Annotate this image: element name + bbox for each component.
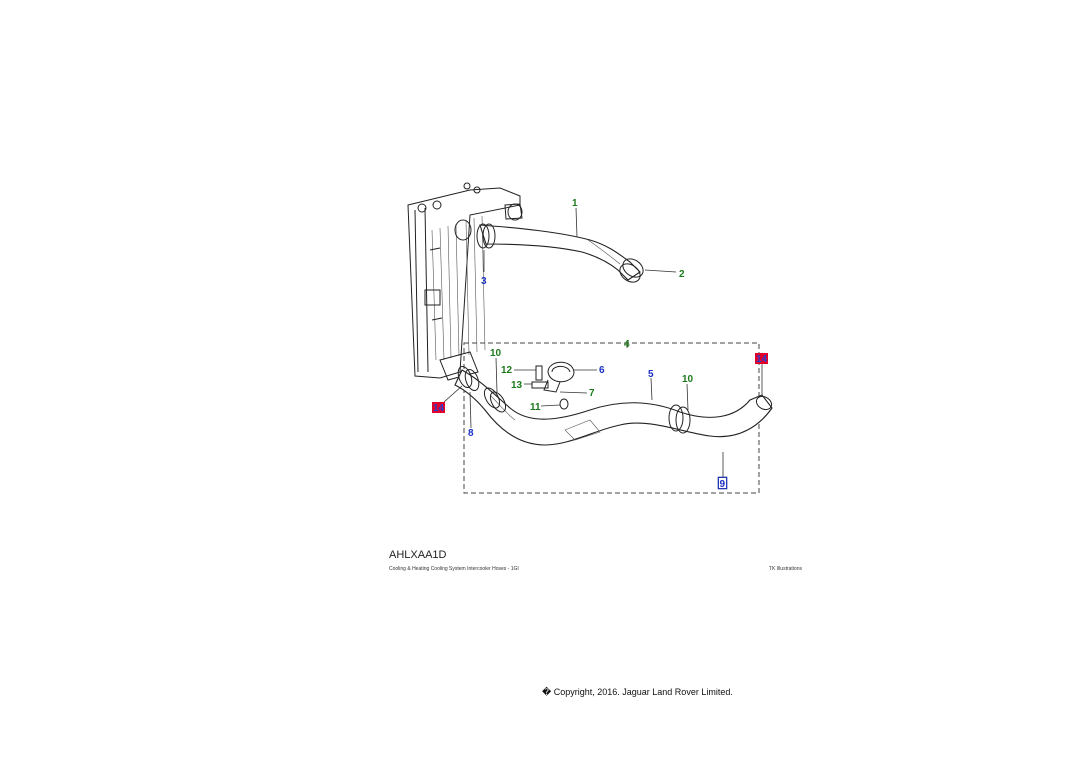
callout-6: 6 [599, 365, 605, 376]
radiator-assembly [407, 182, 523, 381]
lower-hose-clip-right [668, 395, 773, 434]
callout-12: 12 [501, 365, 513, 376]
callout-11: 11 [530, 402, 541, 413]
callout-5: 5 [648, 369, 654, 380]
mounting-bracket-parts [531, 361, 575, 410]
callout-8: 8 [468, 428, 474, 439]
illustration-source: TK Illustrations [768, 566, 802, 572]
callout-3: 3 [481, 276, 487, 287]
callout-9-label: 9 [720, 479, 726, 490]
leader-lines [443, 207, 763, 478]
callout-7: 7 [589, 388, 595, 399]
callout-14-right-badge: 14 [755, 353, 768, 365]
callout-1: 1 [572, 198, 578, 209]
callout-14-left-label: 14 [433, 403, 445, 414]
upper-hose-clip-left [476, 223, 496, 249]
callout-9-boxed: 9 [717, 476, 728, 490]
callout-4: 4 [624, 339, 630, 350]
lower-hose-clip-middle [483, 387, 507, 413]
lower-intercooler-hose [454, 369, 773, 446]
callout-10-right: 10 [682, 374, 694, 385]
illustration-caption: Cooling & Heating Cooling System Interco… [389, 566, 519, 572]
lower-hose-clip-left [457, 365, 480, 392]
callout-2: 2 [679, 269, 685, 280]
copyright-notice: � Copyright, 2016. Jaguar Land Rover Lim… [542, 687, 733, 697]
upper-hose-clip-right [619, 258, 644, 283]
upper-intercooler-hose [479, 224, 641, 281]
illustration-code: AHLXAA1D [389, 549, 447, 561]
callout-14-right-label: 14 [756, 354, 768, 365]
callout-13: 13 [511, 380, 523, 391]
callout-10-left: 10 [490, 348, 502, 359]
callout-14-left-badge: 14 [432, 402, 445, 414]
